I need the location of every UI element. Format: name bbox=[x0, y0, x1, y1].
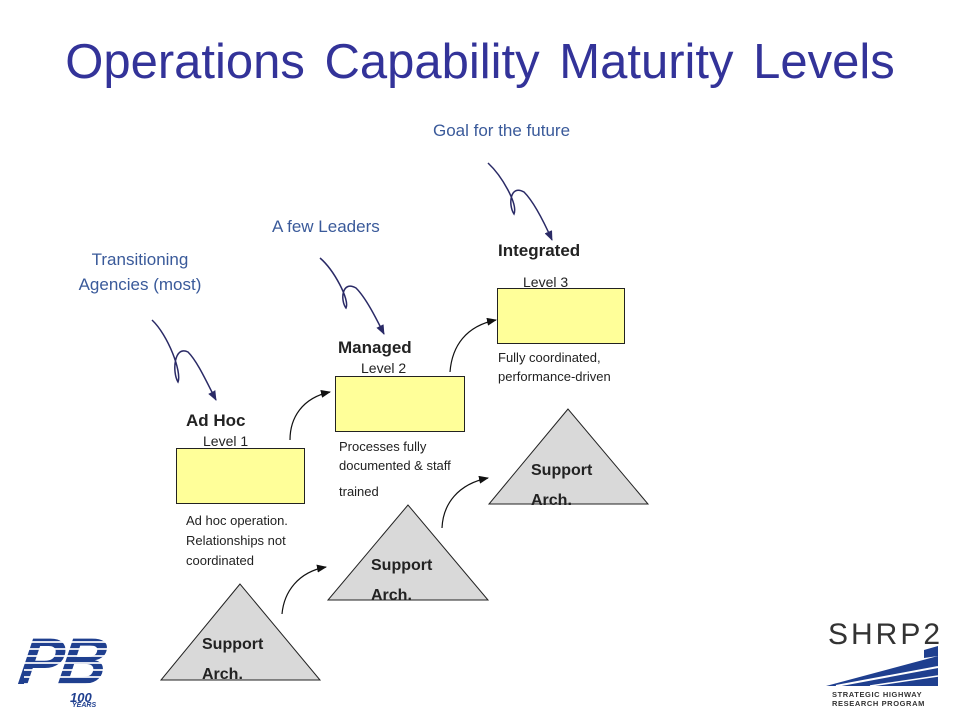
support-label-3: Support Arch. bbox=[531, 456, 592, 515]
shrp2-logo-text: SHRP2 bbox=[828, 618, 944, 651]
level-2-description: Processes fully documented & staff train… bbox=[339, 438, 489, 502]
zigzag-arrow-leaders bbox=[319, 257, 385, 335]
callout-goal: Goal for the future bbox=[433, 121, 571, 140]
curve-arrow-level2-to-level3 bbox=[449, 317, 497, 373]
level-2-desc-line: Processes fully bbox=[339, 439, 427, 454]
pb-logo: PB 100 YEARS bbox=[15, 624, 120, 712]
support-triangle-1 bbox=[159, 583, 322, 681]
level-1-desc-line: coordinated bbox=[186, 553, 254, 569]
level-3-label: Level 3 bbox=[523, 274, 569, 290]
level-2-label: Level 2 bbox=[361, 360, 407, 376]
support-label-1-line2: Arch. bbox=[202, 665, 243, 683]
slide-title: Operations Capability Maturity Levels bbox=[65, 35, 895, 89]
support-label-2: Support Arch. bbox=[371, 551, 432, 610]
zigzag-arrow-goal bbox=[487, 162, 553, 241]
callout-leaders: A few Leaders bbox=[272, 217, 380, 236]
support-label-3-line1: Support bbox=[531, 462, 593, 479]
level-2-name: Managed bbox=[338, 338, 412, 357]
callout-transitioning-line1: Transitioning bbox=[91, 250, 189, 269]
level-2-desc-line: trained bbox=[339, 483, 379, 499]
pb-logo-years-text: YEARS bbox=[72, 702, 97, 709]
level-1-desc-line: Ad hoc operation. bbox=[186, 513, 288, 528]
callout-transitioning: Transitioning Agencies (most) bbox=[55, 248, 225, 297]
level-3-box bbox=[497, 288, 625, 344]
level-1-box bbox=[176, 448, 305, 504]
pb-logo-years-number: 100 bbox=[70, 690, 92, 705]
support-label-2-line1: Support bbox=[371, 557, 433, 574]
level-1-desc-line: Relationships not bbox=[186, 533, 286, 549]
pb-logo-stripes bbox=[24, 636, 110, 686]
shrp2-subtitle-line: RESEARCH PROGRAM bbox=[832, 699, 925, 709]
shrp2-road-graphic bbox=[826, 646, 939, 687]
curve-arrow-triangle2-to-triangle3 bbox=[441, 475, 489, 529]
support-triangle-2 bbox=[326, 504, 490, 601]
support-label-1-line1: Support bbox=[202, 636, 264, 653]
level-3-name: Integrated bbox=[498, 241, 581, 260]
support-label-1: Support Arch. bbox=[202, 630, 263, 689]
shrp2-logo-subtitle: STRATEGIC HIGHWAY RESEARCH PROGRAM bbox=[832, 690, 925, 709]
curve-arrow-level1-to-level2 bbox=[289, 389, 331, 441]
support-label-3-line2: Arch. bbox=[531, 491, 572, 509]
level-2-desc-line: documented & staff bbox=[339, 457, 451, 473]
level-3-description: Fully coordinated, performance-driven bbox=[498, 349, 658, 387]
level-1-description: Ad hoc operation. Relationships not coor… bbox=[186, 511, 326, 571]
level-3-desc-line: performance-driven bbox=[498, 368, 611, 384]
curve-arrow-triangle1-to-triangle2 bbox=[281, 564, 327, 615]
shrp2-subtitle-line: STRATEGIC HIGHWAY bbox=[832, 690, 923, 699]
zigzag-arrow-transitioning bbox=[151, 319, 217, 401]
level-3-desc-line: Fully coordinated, bbox=[498, 350, 601, 365]
support-label-2-line2: Arch. bbox=[371, 586, 412, 604]
level-2-box bbox=[335, 376, 465, 432]
level-1-label: Level 1 bbox=[203, 433, 249, 449]
callout-transitioning-line2: Agencies (most) bbox=[78, 274, 202, 294]
level-1-name: Ad Hoc bbox=[186, 411, 246, 430]
support-triangle-3 bbox=[487, 408, 650, 505]
